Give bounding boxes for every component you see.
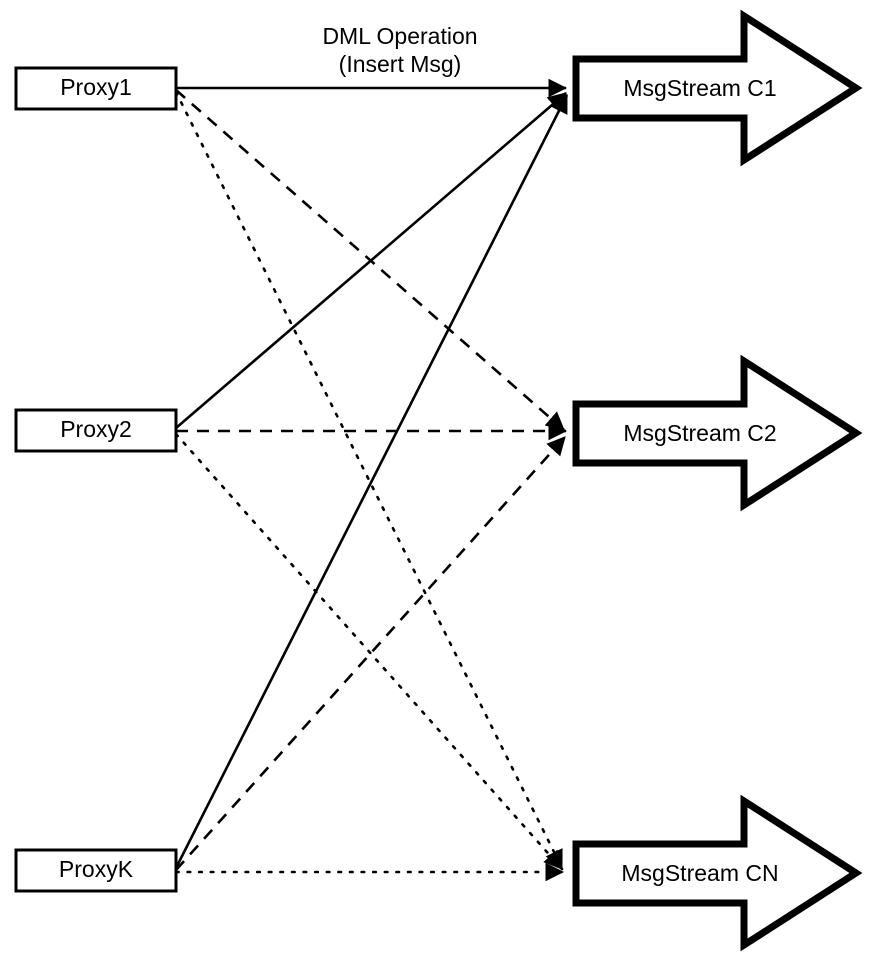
edge-label-line1: DML Operation [322, 23, 477, 49]
msgstream-c2-arrow-shape [572, 354, 863, 512]
msgstream-c1-arrow-shape [572, 9, 863, 167]
edge-label-line2: (Insert Msg) [339, 51, 462, 77]
node-proxy2-label: Proxy2 [60, 416, 132, 442]
node-proxy1[interactable]: Proxy1 [14, 66, 178, 111]
node-msgstream-c1[interactable]: MsgStream C1 [572, 9, 863, 167]
node-proxyk-label: ProxyK [59, 856, 134, 882]
node-msgstream-cn-label: MsgStream CN [621, 860, 778, 886]
node-msgstream-c1-label: MsgStream C1 [623, 75, 776, 101]
connection-proxy2-to-c1[interactable] [175, 92, 567, 429]
connection-proxy1-to-cn[interactable] [174, 90, 564, 870]
connection-proxyk-to-c1[interactable] [174, 93, 569, 869]
connection-proxy2-to-cn[interactable] [174, 432, 564, 871]
connection-proxyk-to-c2[interactable] [175, 436, 566, 871]
node-proxy1-label: Proxy1 [60, 74, 132, 100]
msgstream-cn-arrow-shape [572, 794, 863, 952]
node-proxyk[interactable]: ProxyK [14, 848, 178, 893]
node-proxy2[interactable]: Proxy2 [14, 408, 178, 453]
node-msgstream-c2-label: MsgStream C2 [623, 420, 776, 446]
edge-label-dml-operation: DML Operation (Insert Msg) [322, 23, 477, 77]
connections-group [174, 78, 569, 882]
node-msgstream-cn[interactable]: MsgStream CN [572, 794, 863, 952]
node-msgstream-c2[interactable]: MsgStream C2 [572, 354, 863, 512]
